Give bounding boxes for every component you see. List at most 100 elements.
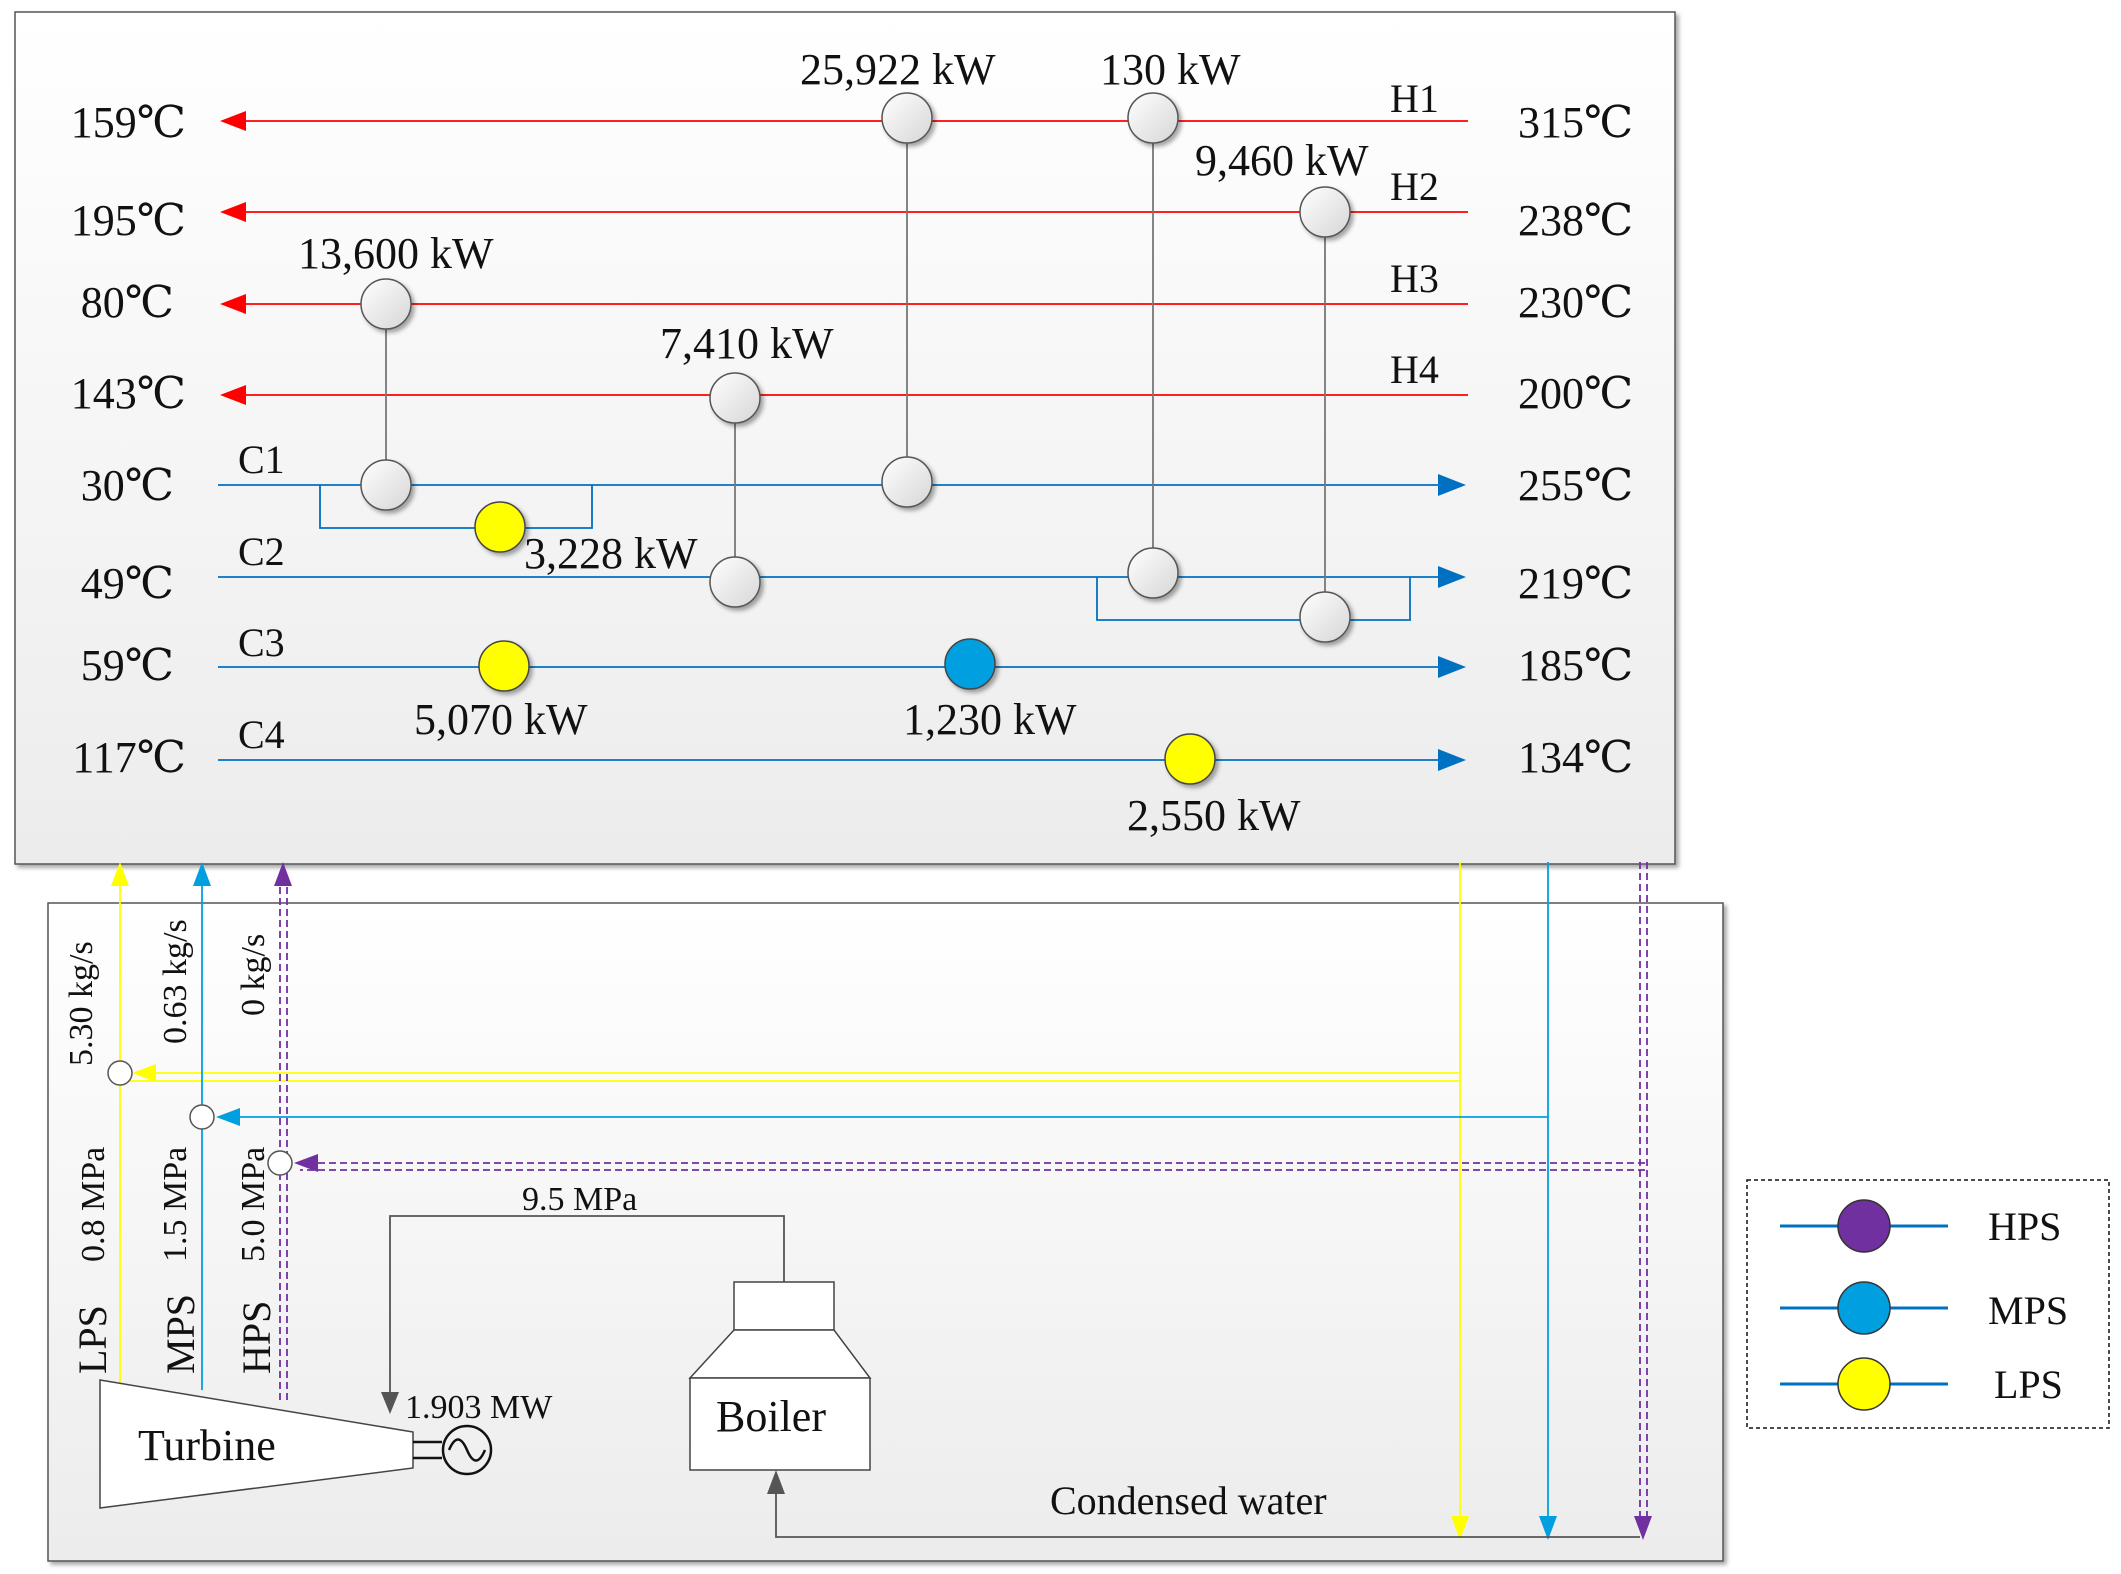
duty-5070: 5,070 kW: [414, 695, 588, 744]
h1-inlet-temp: 315℃: [1518, 98, 1633, 147]
legend: HPS MPS LPS: [1746, 1179, 2110, 1429]
h4-inlet-temp: 200℃: [1518, 369, 1633, 418]
cold-stream-c2-arrow: [1438, 566, 1466, 588]
mps-feed-arrow: [216, 1108, 240, 1126]
h2-inlet-temp: 238℃: [1518, 196, 1633, 245]
exchanger-h1-c1-top: [881, 92, 933, 144]
exchanger-h4-c2-bottom: [709, 556, 761, 608]
mps-return-arrow: [1539, 1516, 1557, 1540]
boiler-pressure: 9.5 MPa: [522, 1181, 637, 1218]
boiler-label: Boiler: [716, 1392, 826, 1441]
legend-lps-swatch: [1837, 1357, 1891, 1411]
mps-flow: 0.63 kg/s: [157, 919, 194, 1044]
condensed-water-label: Condensed water: [1050, 1478, 1327, 1523]
hps-pressure: 5.0 MPa: [235, 1147, 272, 1262]
hot-stream-labels: 159℃ 195℃ 80℃ 143℃ H1 H2 H3 H4 315℃ 238℃…: [71, 76, 1633, 418]
exchanger-h1-c2-top: [1127, 92, 1179, 144]
c4-outlet-temp: 134℃: [1518, 733, 1633, 782]
exchanger-h1-c1-bottom: [881, 456, 933, 508]
duty-2550: 2,550 kW: [1127, 791, 1301, 840]
exchanger-h2-c2-bottom: [1299, 591, 1351, 643]
h1-name: H1: [1390, 76, 1439, 121]
legend-hps-label: HPS: [1988, 1204, 2061, 1249]
cold-stream-labels: 30℃ 49℃ 59℃ 117℃ C1 C2 C3 C4 255℃ 219℃ 1…: [72, 437, 1633, 782]
exchanger-h3-c1-top: [360, 278, 412, 330]
cold-stream-c1-arrow: [1438, 474, 1466, 496]
boiler-shape: [688, 1281, 872, 1471]
duty-1230: 1,230 kW: [903, 695, 1077, 744]
utility-heaters: [474, 501, 1216, 785]
h3-name: H3: [1390, 256, 1439, 301]
heater-c3-lps: [478, 640, 530, 692]
cold-streams: [218, 474, 1466, 771]
condensed-water-line: [767, 1470, 1640, 1538]
steam-headers: [107, 1060, 293, 1176]
legend-box: [1746, 1179, 2110, 1429]
hps-supply-arrow: [274, 862, 292, 886]
lps-flow: 5.30 kg/s: [63, 941, 100, 1066]
hps-return-arrow: [1634, 1516, 1652, 1540]
c1-split-branch: [319, 485, 593, 529]
steam-lines: [111, 862, 1652, 1540]
h4-outlet-temp: 143℃: [71, 369, 186, 418]
c4-name: C4: [238, 712, 285, 757]
duty-130: 130 kW: [1100, 45, 1241, 94]
exchanger-h4-c2-top: [709, 372, 761, 424]
c1-name: C1: [238, 437, 285, 482]
lps-return-arrow: [1451, 1516, 1469, 1540]
legend-lps-label: LPS: [1994, 1362, 2063, 1407]
generator-icon: [413, 1424, 493, 1476]
legend-mps-swatch: [1837, 1281, 1891, 1335]
h3-inlet-temp: 230℃: [1518, 278, 1633, 327]
hps-label: HPS: [234, 1301, 279, 1374]
hps-feed-arrow: [294, 1154, 318, 1172]
c4-inlet-temp: 117℃: [72, 733, 186, 782]
h4-name: H4: [1390, 347, 1439, 392]
heater-c1-lps: [474, 501, 526, 553]
lps-header-node: [107, 1060, 133, 1086]
mps-label: MPS: [158, 1294, 203, 1374]
legend-hps-swatch: [1837, 1199, 1891, 1253]
hot-streams: [220, 111, 1468, 405]
heater-c4-lps: [1164, 733, 1216, 785]
exchanger-h3-c1-bottom: [360, 459, 412, 511]
duty-3228: 3,228 kW: [524, 529, 698, 578]
mps-supply-arrow: [193, 862, 211, 886]
c2-split-branch: [1096, 577, 1411, 621]
mps-header-node: [189, 1104, 215, 1130]
h2-outlet-temp: 195℃: [71, 196, 186, 245]
turbine-label: Turbine: [138, 1421, 276, 1470]
hot-stream-h2-arrow: [220, 202, 246, 222]
exchanger-h1-c2-bottom: [1127, 547, 1179, 599]
boiler-steam-line: [381, 1215, 785, 1414]
mps-pressure: 1.5 MPa: [157, 1147, 194, 1262]
c3-name: C3: [238, 620, 285, 665]
c2-inlet-temp: 49℃: [81, 559, 174, 608]
power-output: 1.903 MW: [405, 1389, 553, 1426]
heater-c3-mps: [944, 638, 996, 690]
cold-stream-c4-arrow: [1438, 749, 1466, 771]
process-exchangers: [360, 92, 1351, 643]
duty-labels: 25,922 kW 130 kW 9,460 kW 13,600 kW 7,41…: [298, 45, 1369, 840]
turbine-shape: [99, 1379, 414, 1509]
h2-name: H2: [1390, 164, 1439, 209]
exchanger-h2-c2-top: [1299, 186, 1351, 238]
duty-13600: 13,600 kW: [298, 229, 494, 278]
h3-outlet-temp: 80℃: [81, 278, 174, 327]
legend-mps-label: MPS: [1988, 1288, 2068, 1333]
c1-outlet-temp: 255℃: [1518, 461, 1633, 510]
exchanger-links: [385, 118, 1326, 617]
c1-inlet-temp: 30℃: [81, 461, 174, 510]
cold-stream-c3-arrow: [1438, 656, 1466, 678]
c2-name: C2: [238, 529, 285, 574]
duty-7410: 7,410 kW: [660, 319, 834, 368]
c3-inlet-temp: 59℃: [81, 641, 174, 690]
lps-pressure: 0.8 MPa: [75, 1147, 112, 1262]
c3-outlet-temp: 185℃: [1518, 641, 1633, 690]
lps-label: LPS: [70, 1305, 115, 1374]
hot-stream-h4-arrow: [220, 385, 246, 405]
c2-outlet-temp: 219℃: [1518, 559, 1633, 608]
lps-feed-arrow: [132, 1064, 156, 1082]
hps-header-node: [267, 1150, 293, 1176]
